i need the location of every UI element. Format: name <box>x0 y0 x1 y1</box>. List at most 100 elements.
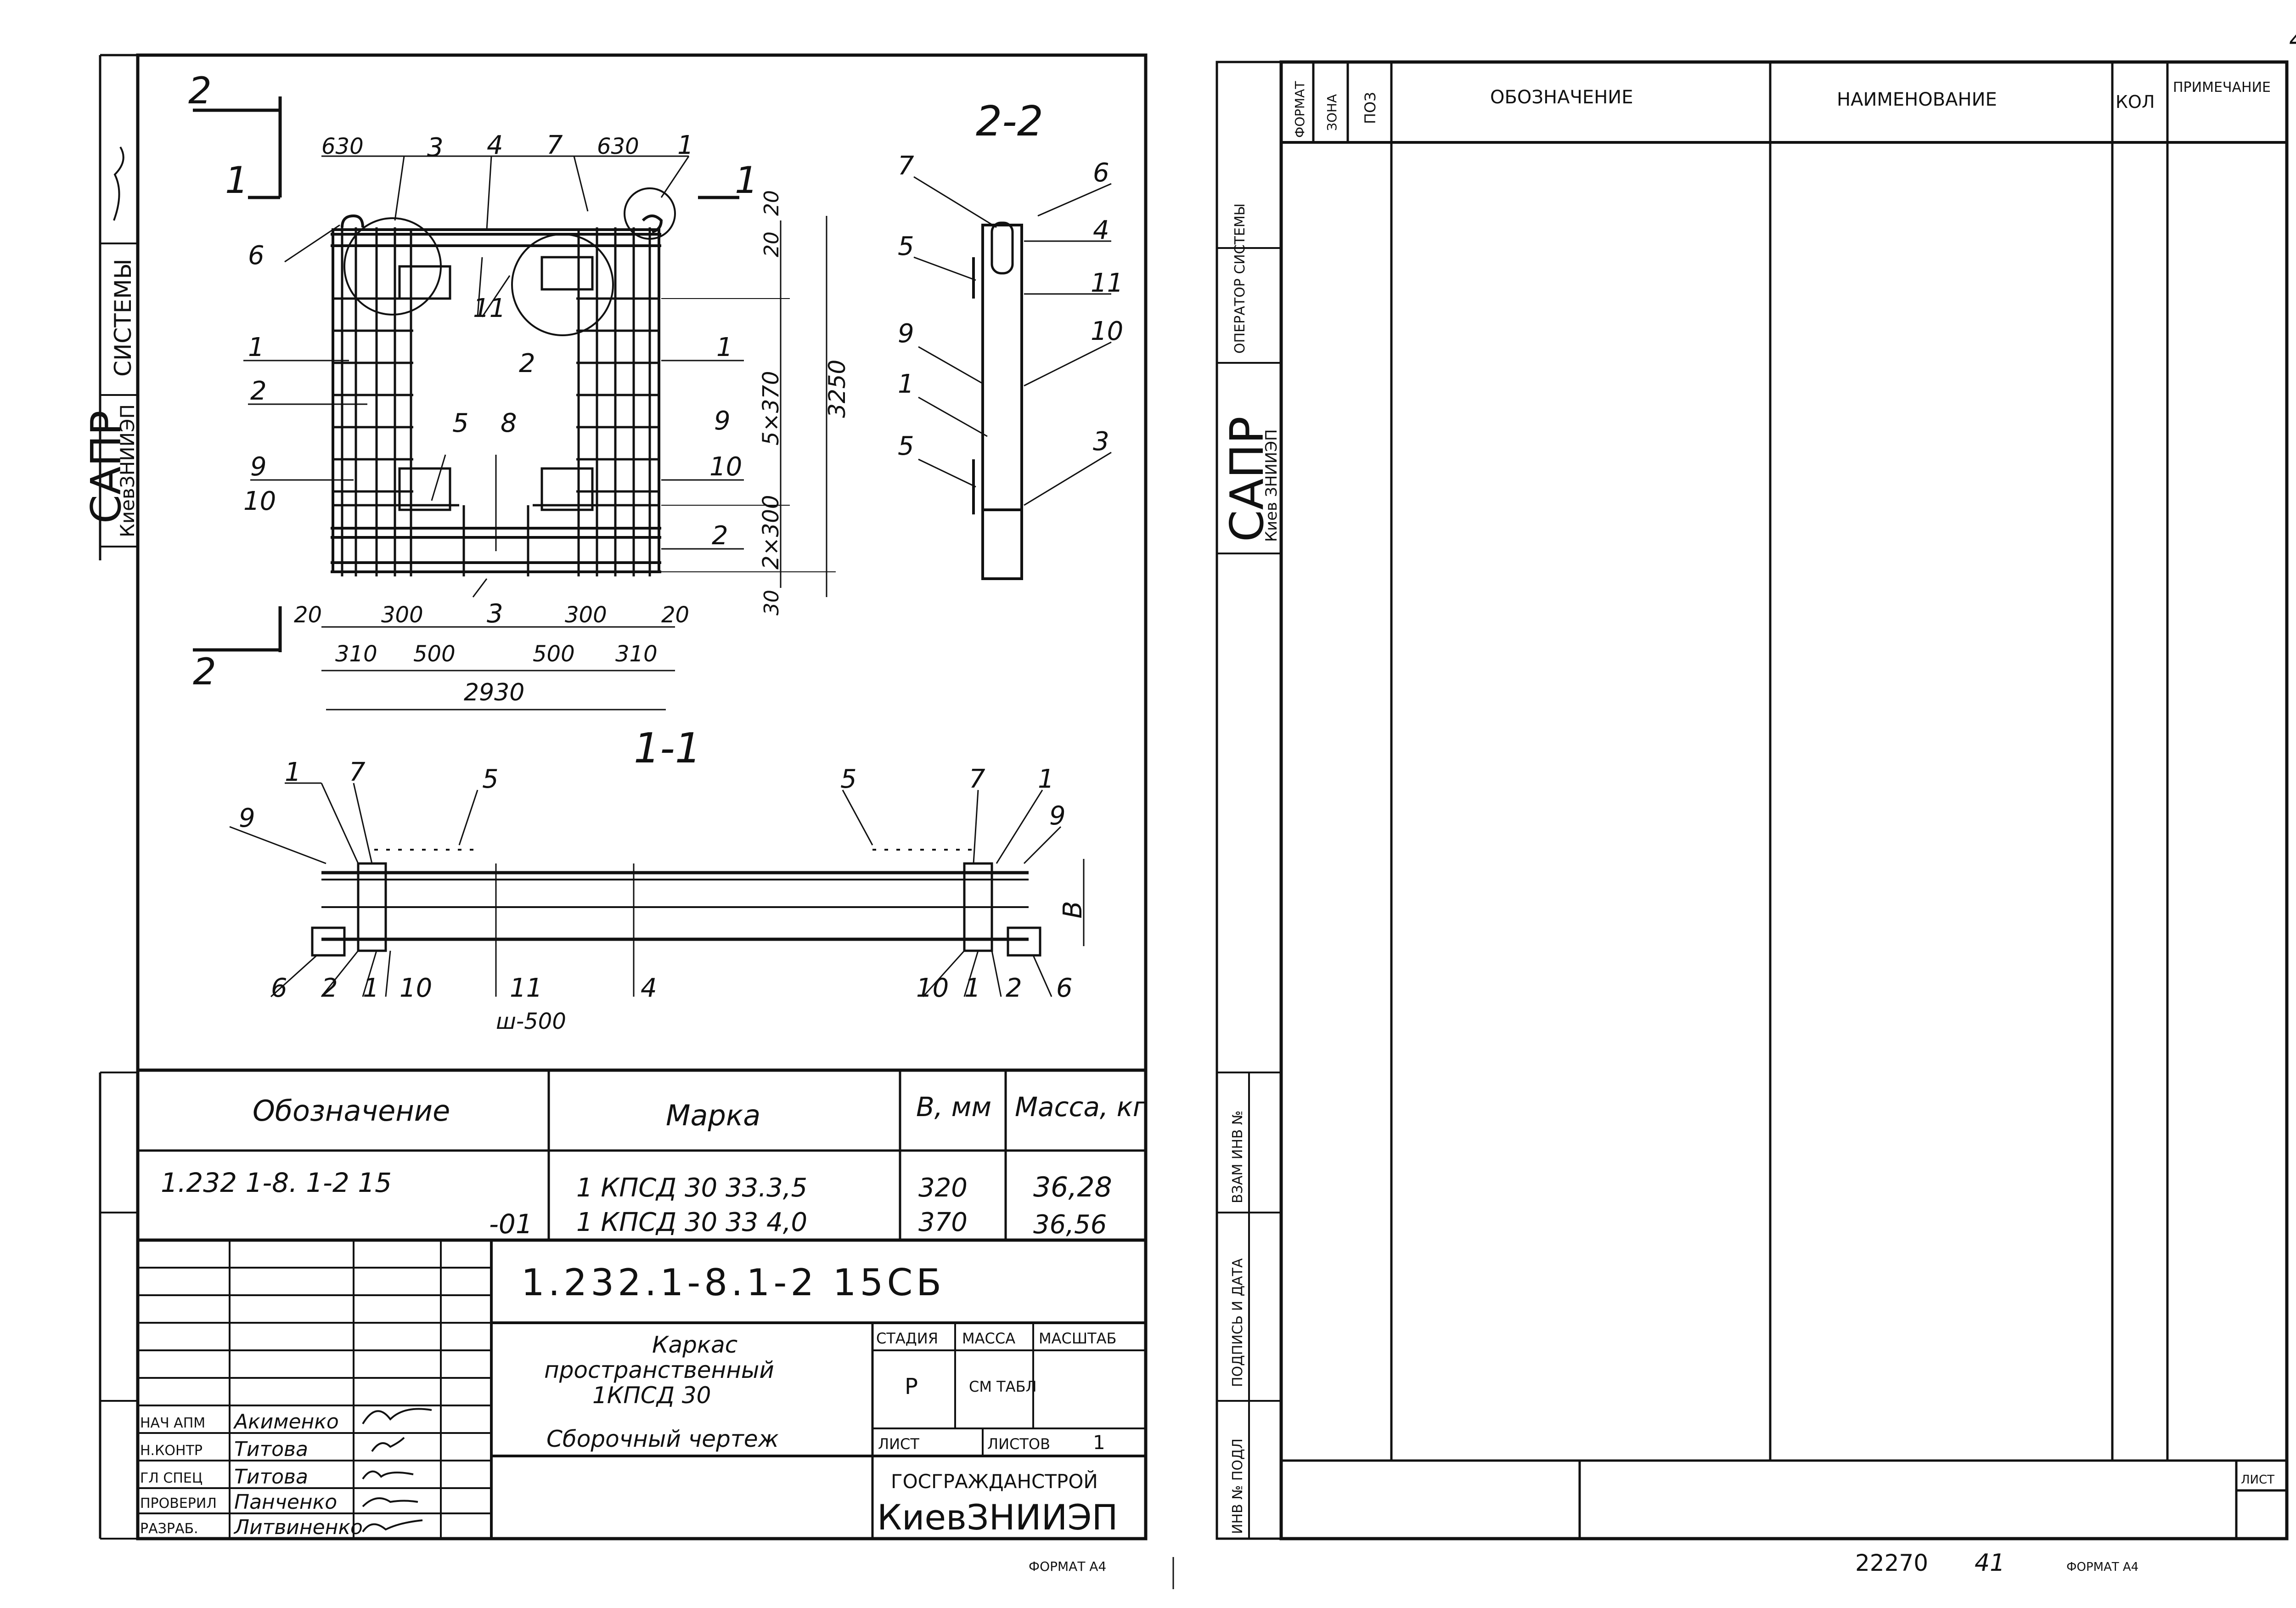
side-operator: ОПЕРАТОР СИСТЕМЫ <box>1232 203 1248 354</box>
sig-name-4: Литвиненко <box>233 1516 363 1539</box>
pos-2-s11-right: 2 <box>1006 973 1022 1003</box>
dim-630-right: 630 <box>597 134 639 159</box>
title-name-line3: 1КПСД 30 <box>592 1382 711 1409</box>
pos-1-plan-top: 1 <box>677 130 694 160</box>
hdr-qty: КОЛ <box>2116 92 2155 112</box>
side-sapr: САПР <box>1220 416 1274 542</box>
org-line1: ГОСГРАЖДАНСТРОЙ <box>891 1470 1098 1493</box>
pos-6-plan: 6 <box>248 241 264 271</box>
dim-310-left: 310 <box>335 641 377 667</box>
sig-role-3: ПРОВЕРИЛ <box>140 1495 217 1512</box>
spec-row2-mass: 36,56 <box>1033 1210 1107 1240</box>
pos-1-s11-bottom-right: 1 <box>964 973 981 1003</box>
stage-value: Р <box>905 1374 918 1399</box>
plan-view: 2 1 1 2 <box>188 69 850 711</box>
hdr-designation: ОБОЗНАЧЕНИЕ <box>1490 87 1633 108</box>
spec-row1-mass: 36,28 <box>1033 1171 1112 1203</box>
dim-310-right: 310 <box>615 641 658 667</box>
pos-9-s11-left: 9 <box>239 803 255 833</box>
pos-10-plan-left: 10 <box>243 486 276 516</box>
pos-3-plan: 3 <box>427 133 444 163</box>
spec-header-mark: Марка <box>666 1099 760 1132</box>
dim-2x300: 2×300 <box>758 495 784 570</box>
spec-row1-designation: 1.232 1-8. 1-2 15 <box>161 1167 392 1198</box>
pos-10-s11-left: 10 <box>400 973 432 1003</box>
signatures-handwritten <box>362 1408 432 1533</box>
end-plate-right <box>1007 926 1041 957</box>
pos-1-s11-right: 1 <box>1038 764 1054 794</box>
page-number: 40 <box>2289 25 2296 55</box>
sig-name-3: Панченко <box>234 1490 337 1514</box>
dim-500-left: 500 <box>413 641 456 667</box>
pos-2-s11-left: 2 <box>321 973 338 1003</box>
right-format: ФОРМАТ А4 <box>2066 1560 2138 1574</box>
margin-stamp-org: КиевЗНИИЭП <box>116 404 139 537</box>
pos-2-plan-left: 2 <box>250 376 267 406</box>
pos-10-s11-right: 10 <box>916 973 949 1003</box>
pos-5-s22-top: 5 <box>898 231 914 261</box>
spec-row1-mark: 1 КПСД 30 33.3,5 <box>576 1173 807 1203</box>
section-1-1: 1-1 В <box>229 724 1088 1034</box>
sig-name-2: Титова <box>234 1465 308 1489</box>
right-sheet-frame <box>1279 60 2289 1540</box>
sig-name-0: Акименко <box>233 1410 339 1433</box>
detail-circle-3 <box>343 217 442 316</box>
sig-role-4: РАЗРАБ. <box>140 1521 198 1537</box>
hdr-zone: ЗОНА <box>1324 94 1339 131</box>
pos-11-s11: 11 <box>510 973 542 1003</box>
hdr-format: ФОРМАТ <box>1292 81 1307 138</box>
col-scale: МАСШТАБ <box>1039 1330 1116 1347</box>
sig-role-0: НАЧ АПМ <box>140 1415 205 1431</box>
spec-header-designation: Обозначение <box>253 1094 450 1128</box>
pos-10-plan-right: 10 <box>709 452 742 482</box>
sig-role-1: Н.КОНТР <box>140 1443 203 1459</box>
dim-300-right: 300 <box>565 602 607 628</box>
spec-row1-b: 320 <box>918 1173 968 1203</box>
dim-30: 30 <box>760 590 783 615</box>
dim-20-left: 20 <box>294 602 322 628</box>
pos-9-plan-left: 9 <box>250 452 267 482</box>
pos-10-s22: 10 <box>1091 316 1123 346</box>
title-name-line2: пространственный <box>544 1357 774 1383</box>
left-format: ФОРМАТ А4 <box>1029 1559 1106 1574</box>
pos-4-plan: 4 <box>487 130 503 160</box>
pos-5-s22-bottom: 5 <box>898 431 914 461</box>
pos-11-s22: 11 <box>1091 268 1123 298</box>
dim-5x370: 5×370 <box>758 371 784 446</box>
pos-3-s22: 3 <box>1093 427 1109 457</box>
pos-1-plan-left: 1 <box>248 333 264 362</box>
end-plate-left <box>311 926 346 957</box>
dim-20-b: 20 <box>760 231 783 257</box>
cut-1-right: 1 <box>735 159 758 202</box>
dim-3250: 3250 <box>824 360 850 418</box>
spec-row2-b: 370 <box>918 1207 968 1237</box>
section-2-2: 2-2 7 6 4 5 11 9 10 <box>898 97 1123 580</box>
pos-5-s11-left: 5 <box>482 764 499 794</box>
cut-2-top: 2 <box>188 69 212 112</box>
sig-name-1: Титова <box>234 1438 308 1461</box>
pos-2-plan-right: 2 <box>712 521 728 551</box>
mass-ref: СМ ТАБЛ <box>969 1378 1037 1395</box>
pos-7-plan: 7 <box>546 130 563 160</box>
hdr-pos: ПОЗ <box>1362 92 1379 124</box>
pos-7-s11-right: 7 <box>969 764 985 794</box>
side-podpis: ПОДПИСЬ И ДАТА <box>1230 1258 1246 1387</box>
spec-table: Обозначение Марка В, мм Масса, кг 1.232 … <box>138 1068 1147 1242</box>
left-sheet: СИСТЕМЫ САПР КиевЗНИИЭП 2 1 1 2 <box>82 53 1174 1589</box>
pos-8-plan: 8 <box>501 408 517 438</box>
pos-7-s22: 7 <box>898 151 914 181</box>
dim-300-left: 300 <box>381 602 423 628</box>
pos-3-plan-bottom: 3 <box>487 599 503 629</box>
pos-5-s11-right: 5 <box>840 764 857 794</box>
pos-4-s11: 4 <box>641 973 657 1003</box>
section-2-2-title: 2-2 <box>976 97 1043 146</box>
pos-9-plan-right: 9 <box>714 406 731 436</box>
pos-9-s11-right: 9 <box>1049 801 1066 831</box>
detail-circle-2 <box>511 233 614 336</box>
pos-4-s22: 4 <box>1093 215 1109 245</box>
dim-20-right: 20 <box>661 602 689 628</box>
side-org: Киев ЗНИИЭП <box>1262 429 1281 542</box>
pos-6-s11-right: 6 <box>1056 973 1073 1003</box>
spec-header-b: В, мм <box>916 1091 991 1123</box>
pos-1-s11-bottom-left: 1 <box>363 973 379 1003</box>
